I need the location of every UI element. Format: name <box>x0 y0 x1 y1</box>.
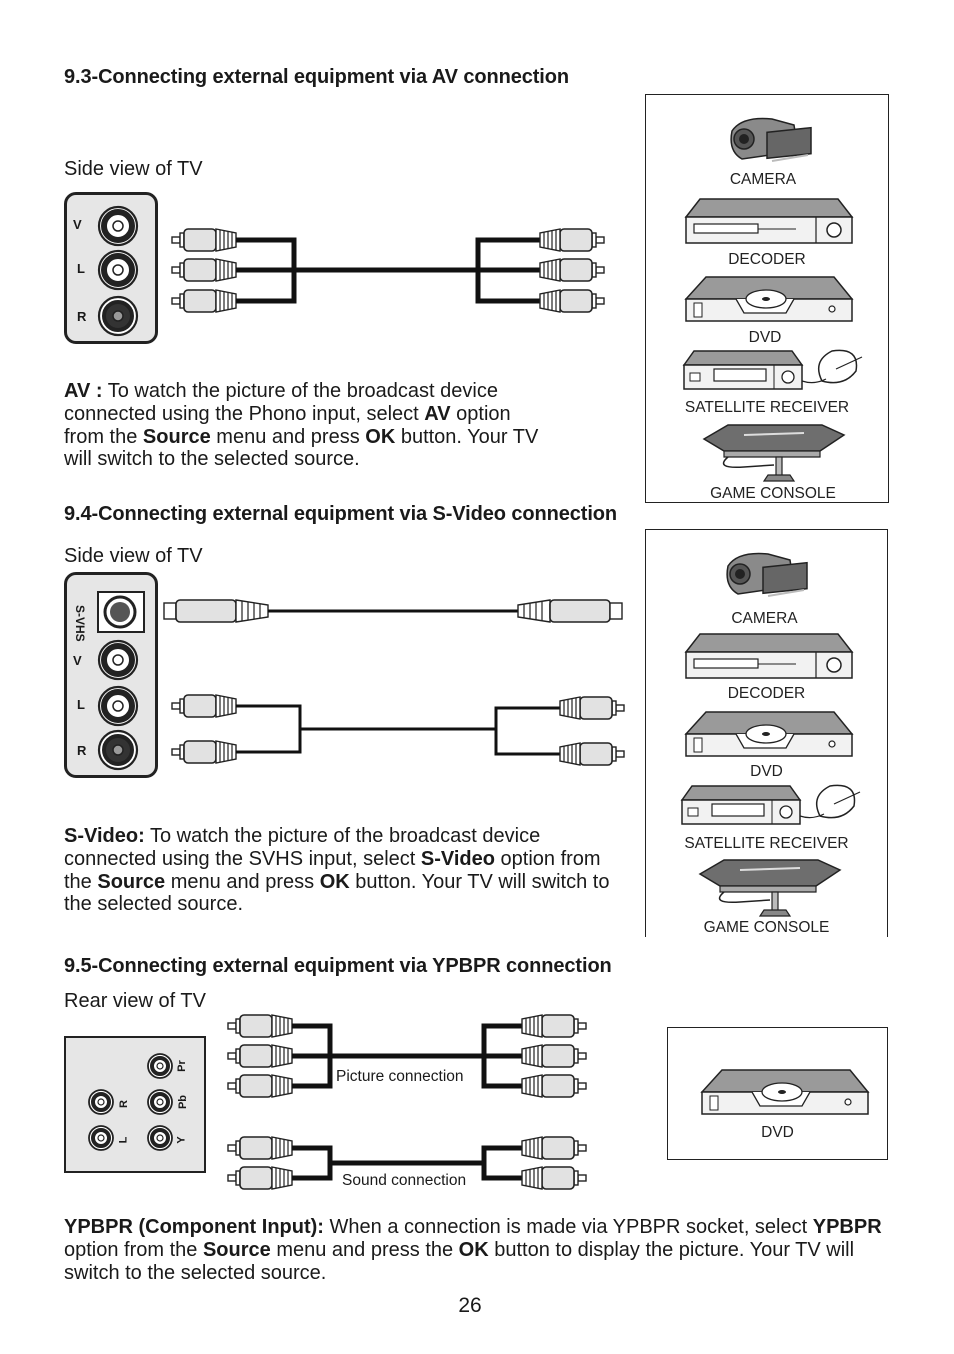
jack-label-l: L <box>77 697 85 712</box>
av-description: AV : To watch the picture of the broadca… <box>64 380 539 471</box>
picture-connection-label: Picture connection <box>335 1068 465 1086</box>
device-label-satellite: SATELLITE RECEIVER <box>684 399 850 416</box>
device-label-game-console: GAME CONSOLE <box>710 485 836 502</box>
device-label-dvd: DVD <box>748 329 782 346</box>
device-panel-ypbpr: DVD <box>667 1027 888 1160</box>
device-label-decoder: DECODER <box>727 685 806 702</box>
side-view-label: Side view of TV <box>64 158 203 180</box>
jack-label-r: R <box>77 743 87 758</box>
device-label-decoder: DECODER <box>728 251 806 268</box>
section-heading-svideo: 9.4-Connecting external equipment via S-… <box>64 503 618 525</box>
dvd-icon <box>701 1069 869 1115</box>
ypbpr-description: YPBPR (Component Input): When a connecti… <box>64 1216 882 1284</box>
side-view-label-svideo: Side view of TV <box>64 545 203 567</box>
jack-label-v: V <box>73 653 82 668</box>
jack-label-v: V <box>73 217 82 232</box>
tv-rear-panel: R L Pr Pb Y <box>64 1036 206 1173</box>
jack-label-l: L <box>77 261 85 276</box>
device-label-camera: CAMERA <box>731 610 798 627</box>
section-heading-av: 9.3-Connecting external equipment via AV… <box>64 66 569 88</box>
device-panel-svideo: CAMERA DECODER DVD SATELLITE RECEIVER GA… <box>645 529 888 937</box>
jack-label-r: R <box>77 309 87 324</box>
device-label-camera: CAMERA <box>729 171 797 188</box>
device-label-dvd: DVD <box>761 1124 794 1141</box>
audio-left-jack[interactable] <box>87 1124 115 1152</box>
device-label-dvd: DVD <box>750 763 783 780</box>
pr-jack[interactable] <box>146 1052 174 1080</box>
svideo-description: S-Video: To watch the picture of the bro… <box>64 825 610 916</box>
sound-connection-label: Sound connection <box>342 1172 467 1189</box>
y-jack[interactable] <box>146 1124 174 1152</box>
audio-right-jack[interactable] <box>87 1088 115 1116</box>
rear-view-label: Rear view of TV <box>64 990 206 1012</box>
device-label-satellite: SATELLITE RECEIVER <box>684 835 849 852</box>
section-heading-ypbpr: 9.5-Connecting external equipment via YP… <box>64 955 612 977</box>
device-panel-av: CAMERA DECODER DVD SATELLITE RECEIVER GA… <box>645 94 889 503</box>
device-label-game-console: GAME CONSOLE <box>703 919 830 936</box>
page-number: 26 <box>458 1294 482 1317</box>
pb-jack[interactable] <box>146 1088 174 1116</box>
